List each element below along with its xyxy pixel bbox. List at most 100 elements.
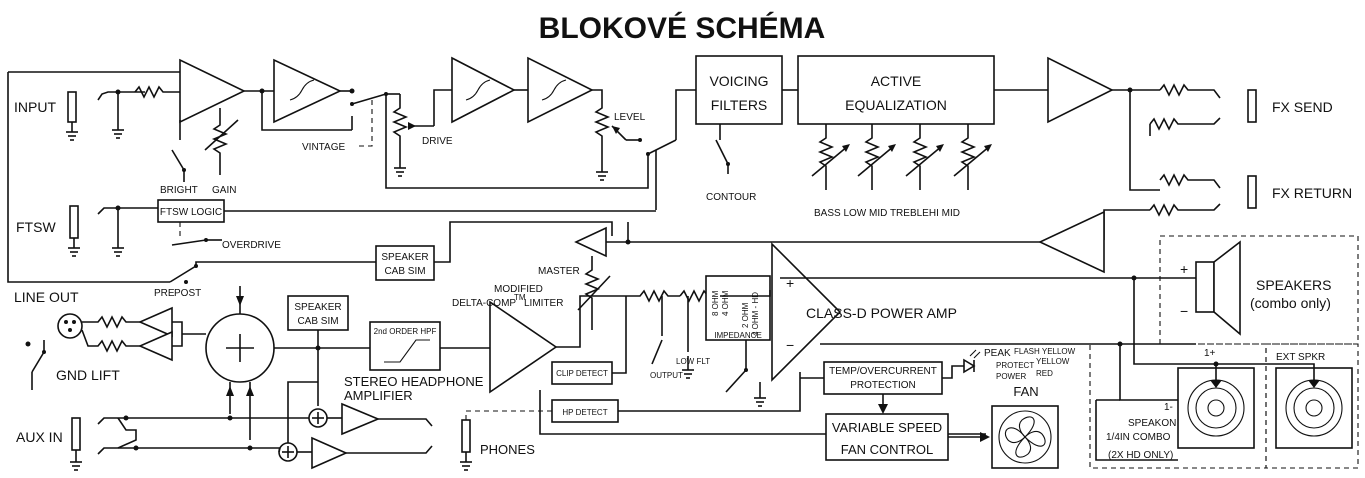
delta-comp-limiter (489, 300, 558, 394)
impedance-box (705, 275, 771, 341)
fx-send-resistor (1159, 83, 1221, 99)
tm-label: TM (514, 293, 526, 302)
speaker-cab-sim-1 (375, 245, 435, 281)
fx-send-buffer (1047, 56, 1114, 124)
input-resistor (134, 85, 180, 99)
pre-post-switch (169, 265, 197, 283)
ground-symbol (68, 247, 80, 257)
hpf-block (369, 321, 441, 371)
power-label: POWER (996, 372, 1026, 381)
pre-label: PRE (154, 288, 175, 299)
ground-symbol (66, 131, 78, 141)
speaker-magnet (1195, 261, 1215, 313)
stereo-hp-line-2: AMPLIFIER (344, 388, 413, 403)
red-label: RED (1036, 369, 1053, 378)
fan-label: FAN (1013, 384, 1038, 399)
one-plus-label: 1+ (1204, 348, 1216, 359)
speaker-plus-label: + (1180, 261, 1188, 277)
gnd-lift-label: GND LIFT (56, 367, 120, 383)
hp-detect-label: HP DETECT (562, 408, 607, 417)
class-d-label: CLASS-D POWER AMP (806, 305, 957, 321)
impedance-left-1: 8 OHM (711, 290, 720, 316)
active-eq-block (797, 55, 995, 125)
contour-switch (715, 139, 729, 165)
hpf-label: 2nd ORDER HPF (374, 327, 437, 336)
gain-pot (211, 108, 229, 175)
line-out-resistor-1 (82, 315, 140, 329)
input-jack (67, 91, 77, 123)
ground-symbol (460, 461, 472, 471)
phones-label: PHONES (480, 442, 535, 457)
post-label: POST (174, 288, 201, 299)
ground-symbol (682, 369, 694, 379)
speaker-cab-sim-2-line-1: SPEAKER (294, 302, 341, 313)
amp-plus-sign: + (786, 275, 794, 291)
one-minus-label: 1- (1164, 402, 1173, 413)
fx-return-resistor-2 (1149, 203, 1221, 217)
preamp-stage-1 (179, 58, 246, 124)
ftsw-label: FTSW (16, 219, 56, 235)
speakon-dashed-box (1089, 343, 1267, 469)
input-label: INPUT (14, 99, 56, 115)
temp-protection-line-1: TEMP/OVERCURRENT (829, 366, 937, 377)
clip-detect-label: CLIP DETECT (556, 369, 608, 378)
output-label: OUTPUT (650, 371, 683, 380)
voicing-filters-block (695, 55, 783, 125)
fx-return-buffer (1038, 210, 1105, 274)
speaker-cab-sim-1-line-2: CAB SIM (384, 266, 425, 277)
output-resistor-1 (626, 289, 680, 303)
active-eq-line-1: ACTIVE (871, 73, 922, 89)
fan-box (991, 405, 1059, 469)
phones-jack (461, 419, 471, 453)
stereo-hp-line-1: STEREO HEADPHONE (344, 374, 484, 389)
fan-control-line-1: VARIABLE SPEED (832, 420, 942, 435)
speaker-minus-label: − (1180, 303, 1188, 319)
delta-comp-label: DELTA-COMP (452, 298, 516, 309)
overdrive-label: OVERDRIVE (222, 240, 281, 251)
ground-symbol (596, 171, 608, 181)
modified-label: MODIFIED (494, 284, 543, 295)
voicing-filters-line-1: VOICING (709, 73, 768, 89)
speakon-line-2: 1/4IN COMBO (1106, 432, 1171, 443)
output-switch (651, 339, 663, 365)
speakers-dashed-box (1159, 235, 1359, 345)
speaker-cab-sim-2-line-2: CAB SIM (297, 316, 338, 327)
yellow-red-label: YELLOW (1036, 357, 1070, 366)
drive-label: DRIVE (422, 136, 453, 147)
bright-switch (171, 149, 185, 171)
impedance-right-1: 2 OHM (741, 302, 750, 328)
impedance-label: IMPEDANCE (714, 331, 762, 340)
combo-only-label: (combo only) (1250, 295, 1331, 311)
protect-label: PROTECT (996, 361, 1034, 370)
low-flt-label: LOW FLT (676, 357, 710, 366)
amp-input-switch (725, 369, 747, 393)
fx-return-jack (1247, 175, 1257, 209)
speakon-line-3: (2X HD ONLY) (1108, 450, 1173, 461)
temp-protection-line-2: PROTECTION (850, 380, 916, 391)
low-mid-pot (857, 124, 896, 190)
speaker-cab-sim-2 (287, 295, 349, 331)
drive-pot (391, 94, 409, 165)
hi-mid-pot (953, 124, 992, 190)
ftsw-jack (69, 205, 79, 239)
vintage-label: VINTAGE (302, 142, 345, 153)
aux-in-jack (71, 417, 81, 451)
hp-amp-left (341, 402, 381, 436)
eq-bands-label: BASS LOW MID TREBLEHI MID (814, 208, 960, 219)
gnd-lift-switch (31, 351, 45, 373)
overdrive-switch (171, 239, 207, 246)
gain-label: GAIN (212, 185, 236, 196)
amp-minus-sign: − (786, 337, 794, 353)
ext-spkr-label: EXT SPKR (1276, 352, 1325, 363)
level-pot (592, 89, 611, 170)
fan-control-block (825, 413, 949, 461)
clip-stage-2 (451, 56, 516, 124)
led (963, 358, 976, 374)
ground-symbol (112, 129, 124, 139)
line-out-driver-neg (138, 330, 173, 362)
ground-symbol (112, 247, 124, 257)
treble-pot (905, 124, 944, 190)
line-out-driver-pos (138, 306, 173, 338)
speakon-line-1: SPEAKON (1128, 418, 1176, 429)
